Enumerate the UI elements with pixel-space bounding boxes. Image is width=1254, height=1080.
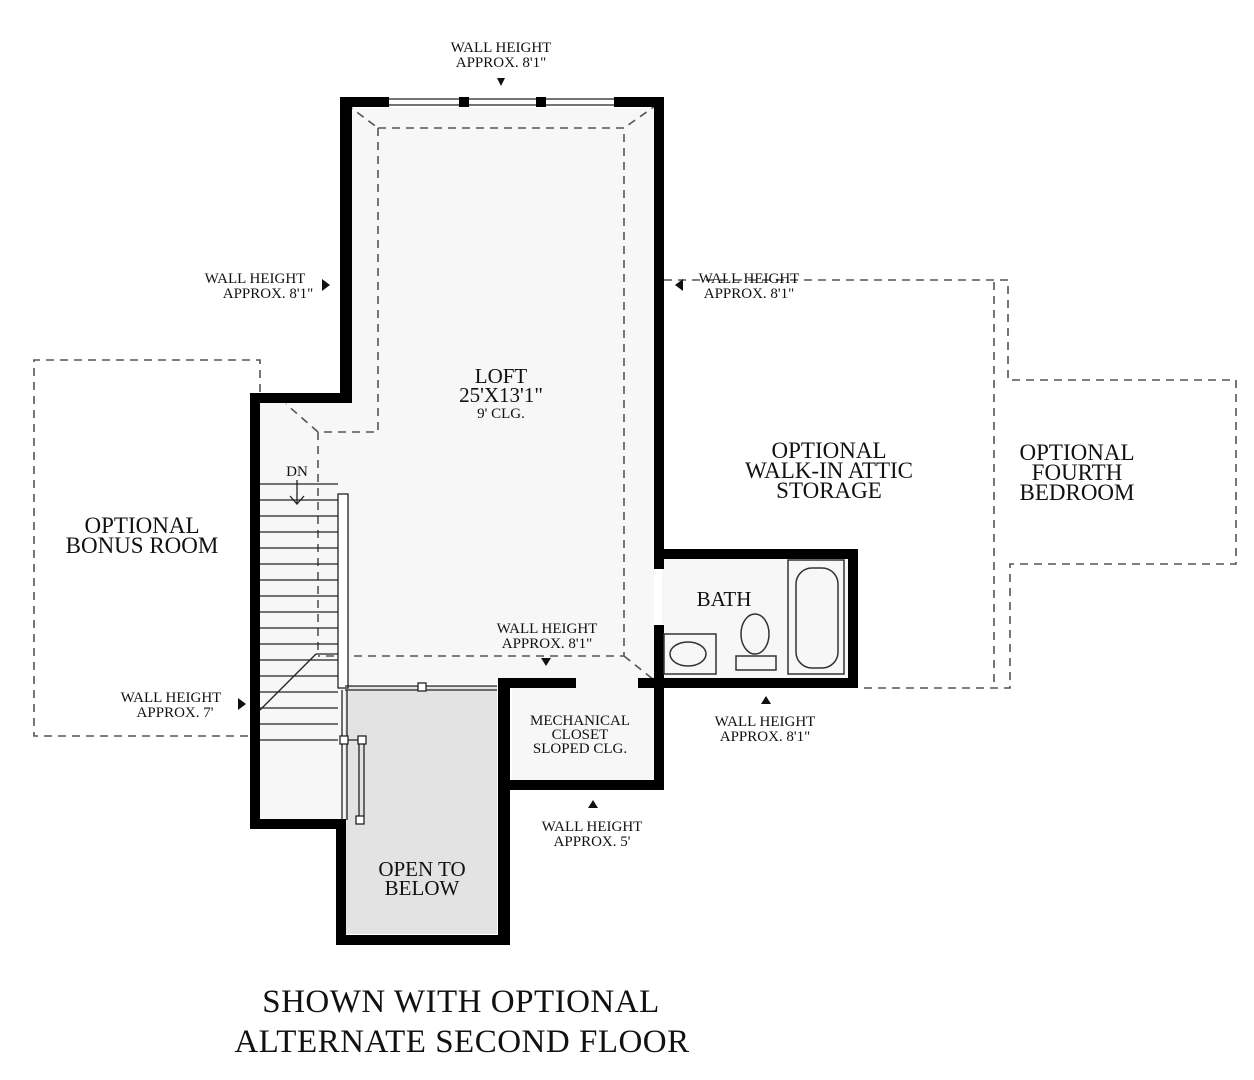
loft-ceiling-corners: [285, 103, 659, 681]
wall-height-left-upper-line2: APPROX. 8'1": [223, 286, 314, 302]
wall-height-right-upper: WALL HEIGHT APPROX. 8'1": [699, 271, 800, 302]
bath-label: BATH: [697, 587, 752, 611]
bath-floor: [662, 556, 848, 678]
optional-attic-outline: [664, 279, 1237, 689]
open-below-line2: BELOW: [385, 876, 460, 900]
walls: [250, 97, 858, 945]
loft-ceiling-line: [317, 127, 625, 657]
loft-ceiling: 9' CLG.: [477, 406, 525, 422]
attic-line3: STORAGE: [776, 478, 882, 503]
wall-height-left-lower-line1: WALL HEIGHT: [121, 690, 222, 706]
mechanical-line2: CLOSET: [552, 727, 609, 743]
wall-height-left-lower-line2: APPROX. 7': [137, 705, 214, 721]
wall-height-bath-bottom-line2: APPROX. 8'1": [720, 729, 811, 745]
fourth-bedroom-line2: FOURTH: [1032, 460, 1123, 485]
wall-height-top-line2: APPROX. 8'1": [456, 55, 547, 71]
open-to-below-label: OPEN TO BELOW: [378, 857, 465, 900]
attic-label: OPTIONAL WALK-IN ATTIC STORAGE: [745, 438, 913, 503]
loft-label: LOFT 25'X13'1" 9' CLG.: [459, 364, 543, 422]
toilet: [735, 613, 777, 671]
wall-height-left-upper: WALL HEIGHT APPROX. 8'1": [205, 271, 314, 302]
wall-height-closet-bottom-line1: WALL HEIGHT: [542, 819, 643, 835]
loft-name: LOFT: [475, 364, 528, 388]
wall-height-top: WALL HEIGHT APPROX. 8'1": [451, 40, 552, 71]
wall-height-loft-bottom-line1: WALL HEIGHT: [497, 621, 598, 637]
down-arrow-icon: [289, 480, 305, 505]
fourth-bedroom-line1: OPTIONAL: [1020, 440, 1135, 465]
windows: [389, 98, 614, 106]
plan-title-line1: SHOWN WITH OPTIONAL: [262, 984, 660, 1020]
mechanical-line3: SLOPED CLG.: [533, 741, 627, 757]
wall-height-bath-bottom-line1: WALL HEIGHT: [715, 714, 816, 730]
wall-height-closet-bottom-line2: APPROX. 5': [554, 834, 631, 850]
mechanical-closet-floor: [512, 678, 654, 780]
open-to-below-area: [345, 686, 497, 934]
open-below-line1: OPEN TO: [378, 857, 465, 881]
railing: [339, 682, 497, 825]
stairs-down-label: DN: [286, 464, 308, 480]
fourth-bedroom-label: OPTIONAL FOURTH BEDROOM: [1019, 440, 1134, 505]
attic-line1: OPTIONAL: [772, 438, 887, 463]
plan-title-line2: ALTERNATE SECOND FLOOR: [234, 1024, 689, 1060]
mechanical-line1: MECHANICAL: [530, 713, 630, 729]
wall-height-right-upper-line1: WALL HEIGHT: [699, 271, 800, 287]
wall-height-bath-bottom: WALL HEIGHT APPROX. 8'1": [715, 714, 816, 745]
wall-height-left-upper-line1: WALL HEIGHT: [205, 271, 306, 287]
wall-height-loft-bottom-line2: APPROX. 8'1": [502, 636, 593, 652]
optional-bonus-room-outline: [33, 359, 261, 737]
sink-vanity: [663, 633, 717, 675]
fourth-bedroom-line3: BEDROOM: [1019, 480, 1134, 505]
wall-height-closet-bottom: WALL HEIGHT APPROX. 5': [542, 819, 643, 850]
plan-title: SHOWN WITH OPTIONAL ALTERNATE SECOND FLO…: [234, 984, 689, 1060]
bathtub: [787, 559, 845, 675]
bonus-room-line1: OPTIONAL: [85, 513, 200, 538]
mechanical-closet-label: MECHANICAL CLOSET SLOPED CLG.: [530, 713, 630, 757]
wall-height-markers: [238, 78, 771, 808]
attic-line2: WALK-IN ATTIC: [745, 458, 913, 483]
bonus-room-label: OPTIONAL BONUS ROOM: [66, 513, 219, 558]
staircase[interactable]: [259, 483, 349, 741]
wall-height-right-upper-line2: APPROX. 8'1": [704, 286, 795, 302]
wall-height-left-lower: WALL HEIGHT APPROX. 7': [121, 690, 222, 721]
wall-height-loft-bottom: WALL HEIGHT APPROX. 8'1": [497, 621, 598, 652]
loft-floor: [352, 108, 654, 684]
wall-height-top-line1: WALL HEIGHT: [451, 40, 552, 56]
bonus-room-line2: BONUS ROOM: [66, 533, 219, 558]
loft-size: 25'X13'1": [459, 383, 543, 407]
